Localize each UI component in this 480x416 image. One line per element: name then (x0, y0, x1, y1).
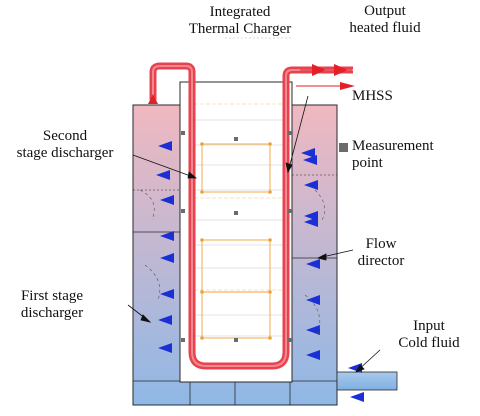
flow-arrow (350, 392, 364, 402)
flow-arrow (158, 343, 172, 353)
flow-arrow (304, 217, 318, 227)
second-stage-label: Second stage discharger (16, 128, 114, 161)
mhss-label: MHSS (352, 88, 393, 104)
flow-director-curves (139, 189, 326, 336)
flow-arrow (160, 195, 174, 205)
flow-arrow (306, 259, 320, 269)
measurement-point-label: Measurement point (352, 138, 434, 171)
integrated-charger-label: Integrated Thermal Charger (188, 4, 292, 37)
measurement-point (288, 131, 292, 135)
measurement-point-legend-icon (339, 143, 348, 152)
flow-arrow (306, 325, 320, 335)
measurement-points (181, 131, 292, 342)
flow-arrow (160, 253, 174, 263)
flow-arrow (306, 350, 320, 360)
hot-flow-arrows (148, 64, 355, 104)
orange-dots (200, 142, 272, 340)
orange-marker-frames (201, 143, 271, 339)
flow-arrow (301, 148, 315, 158)
flow-director-label: Flow director (357, 236, 405, 269)
flow-arrow (304, 180, 318, 190)
first-stage-label: First stage discharger (20, 288, 84, 321)
flow-arrow (306, 295, 320, 305)
flow-arrow (303, 155, 317, 165)
flow-arrow (160, 289, 174, 299)
output-label: Output heated fluid (349, 3, 421, 36)
measurement-point (234, 211, 238, 215)
flow-arrow (160, 231, 174, 241)
measurement-point (181, 338, 185, 342)
measurement-point (181, 131, 185, 135)
input-label: Input Cold fluid (398, 318, 460, 351)
measurement-point (288, 209, 292, 213)
measurement-point (288, 338, 292, 342)
flow-arrow (158, 141, 172, 151)
measurement-point (234, 137, 238, 141)
u-tube-inner (152, 65, 353, 367)
measurement-point (181, 209, 185, 213)
mhss-canister (179, 81, 293, 383)
cold-flow-arrows (156, 141, 364, 402)
flow-arrow (156, 170, 170, 180)
inlet-pipe (336, 371, 398, 391)
measurement-point (234, 338, 238, 342)
flow-arrow (158, 315, 172, 325)
pointer-lines (127, 37, 381, 373)
